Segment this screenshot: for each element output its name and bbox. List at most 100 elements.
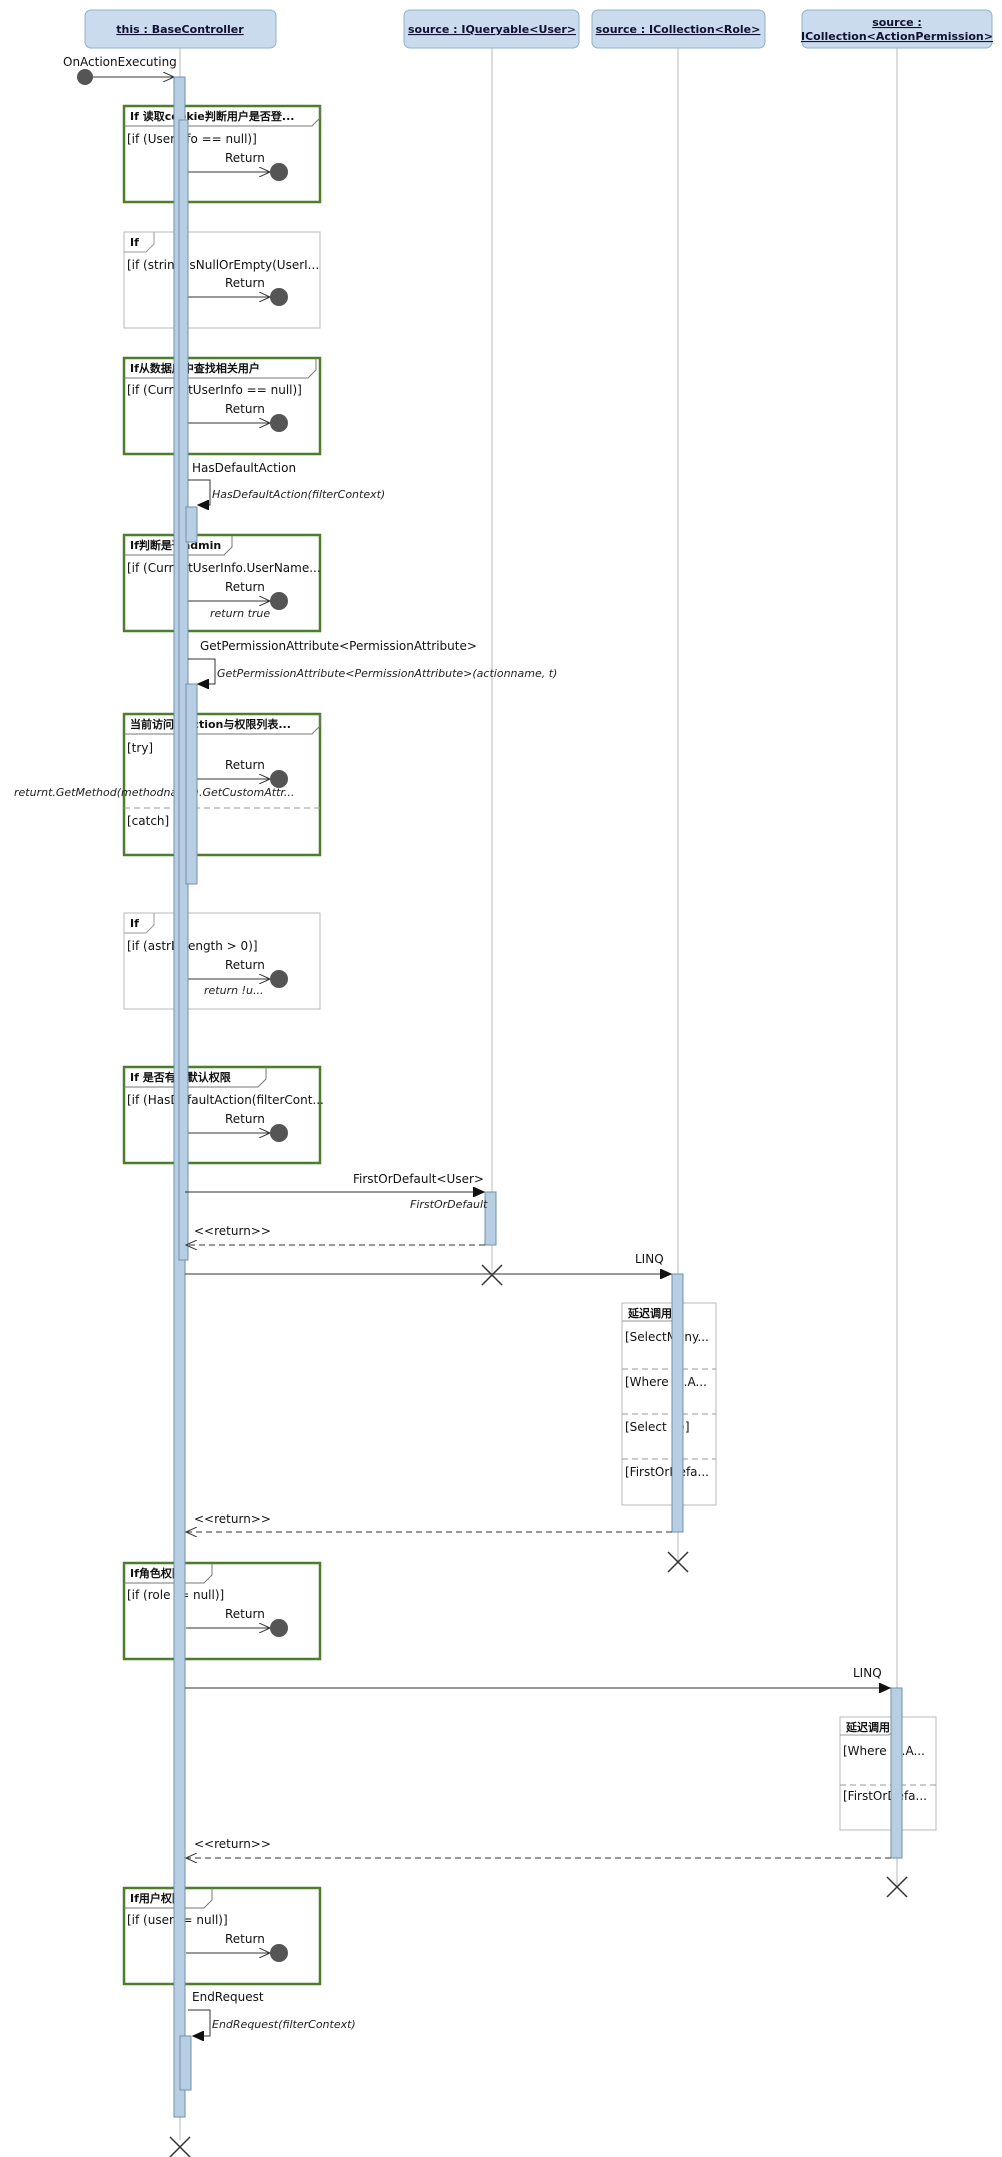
entry-message-label: OnActionExecuting (63, 55, 177, 69)
fragment-f4[interactable]: If判断是否admin[if (CurrentUserInfo.UserName… (122, 533, 322, 633)
call-linq-roles[interactable]: LINQ (185, 1252, 671, 1274)
destroy-roles (667, 1551, 689, 1573)
lifeline-header-perms[interactable]: source : ICollection<ActionPermission> (801, 9, 993, 49)
lifeline-header-this[interactable]: this : BaseController (84, 9, 277, 49)
deferred-guard: [Where (c.A... (625, 1375, 707, 1389)
fragment-f1[interactable]: If 读取cookie判断用户是否登... [if (UserInfo == nu… (122, 104, 322, 204)
return-label: Return (225, 758, 265, 772)
svg-text:FirstOrDefault<User>: FirstOrDefault<User> (353, 1172, 484, 1186)
initial-point (77, 69, 93, 85)
deferred-frame-d1[interactable]: 延迟调用[SelectMany...[Where (c.A...[Select … (621, 1302, 717, 1506)
svg-text:source : ICollection<Role>: source : ICollection<Role> (596, 23, 761, 36)
guard-condition: [if (CurrentUserInfo == null)] (127, 383, 302, 397)
final-point (270, 1124, 288, 1142)
svg-text:LINQ: LINQ (635, 1252, 664, 1266)
return-firstordefault[interactable]: <<return>> (186, 1224, 485, 1245)
svg-text:ICollection<ActionPermission>: ICollection<ActionPermission> (801, 30, 993, 43)
final-point (270, 970, 288, 988)
svg-text:HasDefaultAction: HasDefaultAction (192, 461, 296, 475)
svg-text:EndRequest(filterContext): EndRequest(filterContext) (212, 2018, 356, 2031)
svg-text:this : BaseController: this : BaseController (116, 23, 244, 36)
fragment-f5[interactable]: 当前访问的action与权限列表... [try] [catch] Return ret… (14, 712, 322, 857)
destroy-this (169, 2136, 191, 2157)
svg-text:source :: source : (872, 16, 922, 29)
svg-text:<<return>>: <<return>> (194, 1224, 271, 1238)
final-point (270, 770, 288, 788)
svg-text:GetPermissionAttribute<Permiss: GetPermissionAttribute<PermissionAttribu… (217, 667, 557, 680)
fragment-f2[interactable]: If [if (string.IsNullOrEmpty(UserI... Retu… (123, 231, 321, 329)
deferred-title: 延迟调用 (845, 1720, 890, 1734)
final-point (270, 1944, 288, 1962)
return-label: Return (225, 402, 265, 416)
guard-condition: [if (astrL.Length > 0)] (127, 939, 258, 953)
deferred-guard: [FirstOrDefa... (843, 1789, 927, 1803)
fragment-title: If角色权限 (130, 1566, 183, 1580)
return-linq-roles[interactable]: <<return>> (186, 1512, 672, 1532)
return-note: return true (210, 607, 270, 620)
activation-roles[interactable] (671, 1273, 684, 1533)
fragment-f3[interactable]: If从数据库中查找相关用户 [if (CurrentUserInfo == nul… (122, 356, 322, 456)
activations (173, 76, 903, 2118)
self-call-hasdefaultaction[interactable]: HasDefaultAction HasDefaultAction(filter… (188, 461, 385, 505)
call-firstordefault[interactable]: FirstOrDefault<User> FirstOrDefault (185, 1172, 488, 1211)
guard-condition: [if (string.IsNullOrEmpty(UserI... (127, 258, 319, 272)
fragment-title: 当前访问的action与权限列表... (130, 717, 291, 731)
return-label: Return (225, 958, 265, 972)
return-label: Return (225, 1932, 265, 1946)
fragment-f7[interactable]: If 是否有因默认权限[if (HasDefaultAction(filterC… (122, 1065, 324, 1165)
final-point (270, 1619, 288, 1637)
final-point (270, 163, 288, 181)
return-linq-perms[interactable]: <<return>> (186, 1837, 891, 1858)
return-note: returnt.GetMethod(methodname).GetCustomA… (14, 786, 294, 799)
self-call-endrequest[interactable]: EndRequest EndRequest(filterContext) (188, 1990, 356, 2036)
fragment-title: If从数据库中查找相关用户 (130, 361, 260, 375)
fragment-f6[interactable]: If [if (astrL.Length > 0)] Return return !u… (123, 912, 321, 1010)
guard-condition: [catch] (127, 814, 169, 828)
fragments: If 读取cookie判断用户是否登... [if (UserInfo == nu… (14, 104, 937, 1986)
guard-condition: [if (HasDefaultAction(filterCont... (127, 1093, 324, 1107)
call-linq-perms[interactable]: LINQ (185, 1666, 890, 1688)
return-label: Return (225, 276, 265, 290)
svg-text:EndRequest: EndRequest (192, 1990, 264, 2004)
svg-text:<<return>>: <<return>> (194, 1512, 271, 1526)
final-point (270, 414, 288, 432)
activation-perms[interactable] (890, 1687, 903, 1859)
guard-condition: [if (UserInfo == null)] (127, 132, 257, 146)
deferred-guard: [Where (c.A... (843, 1744, 925, 1758)
guard-condition: [try] (127, 741, 153, 755)
deferred-frame-d2[interactable]: 延迟调用 [Where (c.A... [FirstOrDefa... (839, 1716, 937, 1831)
fragment-title: If (130, 917, 139, 930)
final-point (270, 288, 288, 306)
deferred-guard: [FirstOrDefa... (625, 1465, 709, 1479)
svg-text:GetPermissionAttribute<Permiss: GetPermissionAttribute<PermissionAttribu… (200, 639, 477, 653)
final-point (270, 592, 288, 610)
activation-hasdefault[interactable] (185, 506, 198, 543)
svg-text:source : IQueryable<User>: source : IQueryable<User> (408, 23, 576, 36)
fragment-title: If 读取cookie判断用户是否登... (130, 109, 294, 123)
fragment-title: If (130, 236, 139, 249)
return-label: Return (225, 580, 265, 594)
svg-text:FirstOrDefault: FirstOrDefault (410, 1198, 488, 1211)
lifeline-header-users[interactable]: source : IQueryable<User> (403, 9, 580, 49)
fragment-f9[interactable]: If用户权限[if (user != null)]Return (122, 1886, 322, 1986)
lifeline-header-roles[interactable]: source : ICollection<Role> (591, 9, 766, 49)
deferred-guard: [SelectMany... (625, 1330, 709, 1344)
fragment-f8[interactable]: If角色权限[if (role != null)]Return (122, 1561, 322, 1661)
self-call-getpermissionattribute[interactable]: GetPermissionAttribute<PermissionAttribu… (188, 639, 557, 684)
return-label: Return (225, 151, 265, 165)
deferred-title: 延迟调用 (627, 1306, 672, 1320)
return-note: return !u... (204, 984, 263, 997)
entry-message: OnActionExecuting (63, 55, 177, 85)
destroy-perms (886, 1876, 908, 1898)
destroy-users (481, 1264, 503, 1286)
activation-users[interactable] (484, 1191, 497, 1246)
fragment-title: If用户权限 (130, 1891, 183, 1905)
svg-text:LINQ: LINQ (853, 1666, 882, 1680)
svg-text:HasDefaultAction(filterContext: HasDefaultAction(filterContext) (212, 488, 385, 501)
activation-endrequest[interactable] (179, 2035, 192, 2091)
guard-condition: [if (CurrentUserInfo.UserName... (127, 561, 321, 575)
svg-text:<<return>>: <<return>> (194, 1837, 271, 1851)
activation-getpermission[interactable] (185, 683, 198, 885)
return-label: Return (225, 1607, 265, 1621)
